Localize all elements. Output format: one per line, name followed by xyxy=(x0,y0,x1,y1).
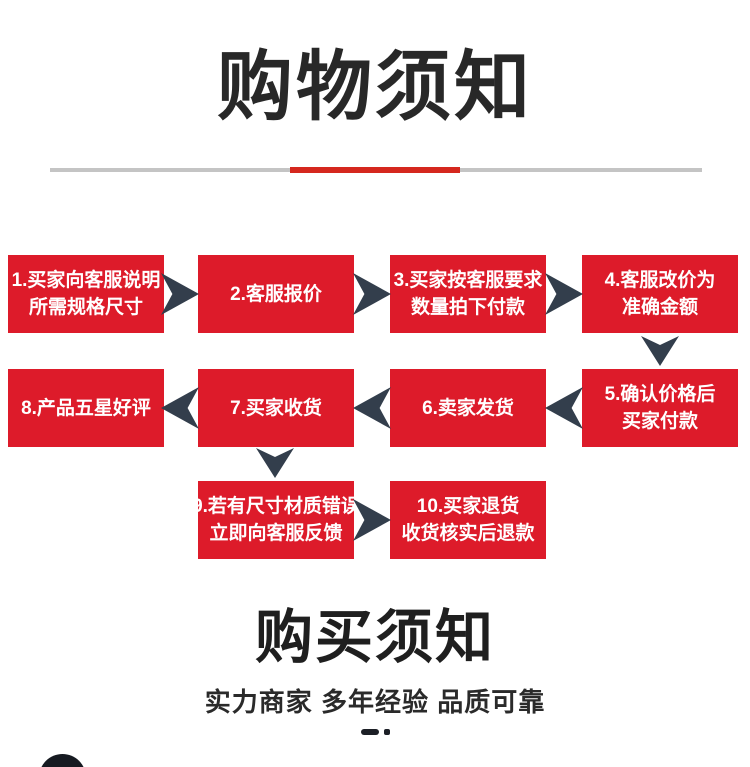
arrow-down-icon xyxy=(256,448,294,478)
flow-step-8-line-1: 8.产品五星好评 xyxy=(21,397,151,419)
page-title: 购物须知 xyxy=(217,45,533,130)
flow-step-10: 10.买家退货 收货核实后退款 xyxy=(390,481,546,559)
flow-step-8: 8.产品五星好评 xyxy=(8,369,164,447)
flow-step-1-line-2: 所需规格尺寸 xyxy=(28,297,143,318)
flow-step-9-line-2: 立即向客服反馈 xyxy=(209,523,343,544)
divider-accent xyxy=(290,167,460,173)
footer-subtitle: 实力商家 多年经验 品质可靠 xyxy=(204,687,546,717)
flow-step-7: 7.买家收货 xyxy=(198,369,354,447)
flow-step-3: 3.买家按客服要求 数量拍下付款 xyxy=(390,255,546,333)
flow-step-7-line-1: 7.买家收货 xyxy=(230,397,322,419)
flow-step-3-line-1: 3.买家按客服要求 xyxy=(393,270,543,291)
flow-step-6-line-1: 6.卖家发货 xyxy=(422,397,514,419)
flow-step-1: 1.买家向客服说明 所需规格尺寸 xyxy=(8,255,164,333)
divider-line xyxy=(50,167,702,173)
arrow-left-icon xyxy=(545,387,583,429)
dash-icon xyxy=(360,729,379,735)
flow-step-4: 4.客服改价为 准确金额 xyxy=(582,255,738,333)
arrow-right-icon xyxy=(353,273,391,315)
flow-step-9: 9.若有尺寸材质错误 立即向客服反馈 xyxy=(192,481,360,559)
flow-step-4-line-1: 4.客服改价为 xyxy=(604,270,716,291)
arrow-right-icon xyxy=(353,499,391,541)
footer-title: 购买须知 xyxy=(254,605,495,670)
flow-step-5: 5.确认价格后 买家付款 xyxy=(582,369,738,447)
flow-step-10-line-1: 10.买家退货 xyxy=(416,496,520,517)
bottom-left-circle xyxy=(39,754,86,767)
flow-step-2-line-1: 2.客服报价 xyxy=(230,283,322,305)
flow-step-9-line-1: 9.若有尺寸材质错误 xyxy=(192,496,360,517)
arrow-right-icon xyxy=(545,273,583,315)
dash-dot-ornament xyxy=(0,729,750,735)
arrow-left-icon xyxy=(161,387,199,429)
flow-step-5-line-2: 买家付款 xyxy=(621,411,698,432)
arrow-down-icon xyxy=(641,336,679,366)
arrow-left-icon xyxy=(353,387,391,429)
flow-step-2: 2.客服报价 xyxy=(198,255,354,333)
flow-step-5-line-1: 5.确认价格后 xyxy=(604,384,716,405)
arrow-right-icon xyxy=(161,273,199,315)
flow-step-4-line-2: 准确金额 xyxy=(621,297,698,318)
flow-step-3-line-2: 数量拍下付款 xyxy=(410,297,525,318)
flow-step-6: 6.卖家发货 xyxy=(390,369,546,447)
flow-step-10-line-2: 收货核实后退款 xyxy=(401,523,535,544)
flow-step-1-line-1: 1.买家向客服说明 xyxy=(11,270,161,291)
dot-icon xyxy=(383,729,390,735)
